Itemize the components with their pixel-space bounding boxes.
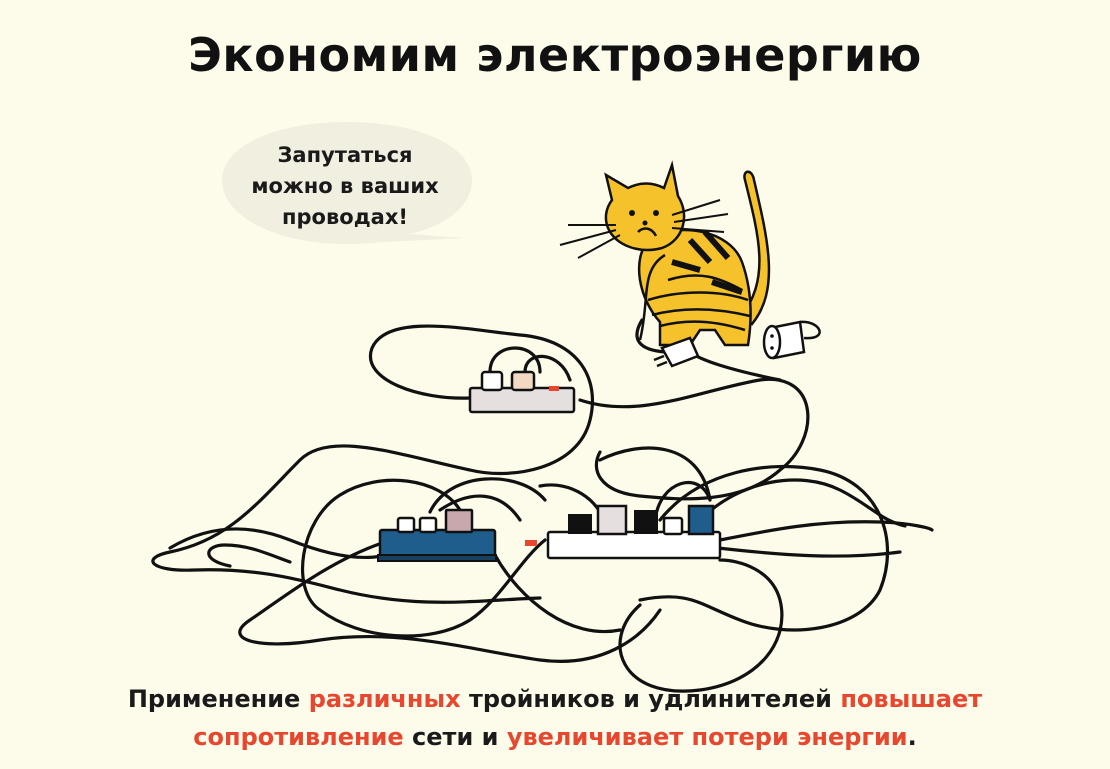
speech-bubble <box>222 122 472 244</box>
caption-segment: тройников и удлинителей <box>460 685 841 713</box>
caption-line-2: сопротивление сети и увеличивает потери … <box>0 718 1110 756</box>
caption-highlight: сопротивление <box>193 723 404 751</box>
caption-highlight: увеличивает потери энергии <box>506 723 908 751</box>
page-title: Экономим электроэнергию <box>188 28 922 82</box>
caption-segment: сети и <box>403 723 507 751</box>
socket-icon <box>762 320 821 360</box>
bubble-line: Запутаться <box>277 143 413 167</box>
plug-icon <box>653 336 700 368</box>
bubble-line: можно в ваших <box>251 174 439 198</box>
speech-bubble-text: Запутаться можно в ваших проводах! <box>250 140 440 233</box>
power-strip-white-icon <box>525 504 722 560</box>
caption-highlight: повышает <box>840 685 983 713</box>
caption-segment: . <box>907 723 917 751</box>
caption: Применение различных тройников и удлинит… <box>0 680 1110 756</box>
bubble-line: проводах! <box>282 205 408 229</box>
power-strip-blue-icon <box>377 508 497 562</box>
tangled-cables <box>151 318 934 693</box>
cat-tangled-in-cable-icon <box>559 160 771 347</box>
caption-highlight: различных <box>308 685 461 713</box>
power-strip-top-icon <box>468 370 576 414</box>
caption-segment: Применение <box>127 685 309 713</box>
caption-line-1: Применение различных тройников и удлинит… <box>0 680 1110 718</box>
